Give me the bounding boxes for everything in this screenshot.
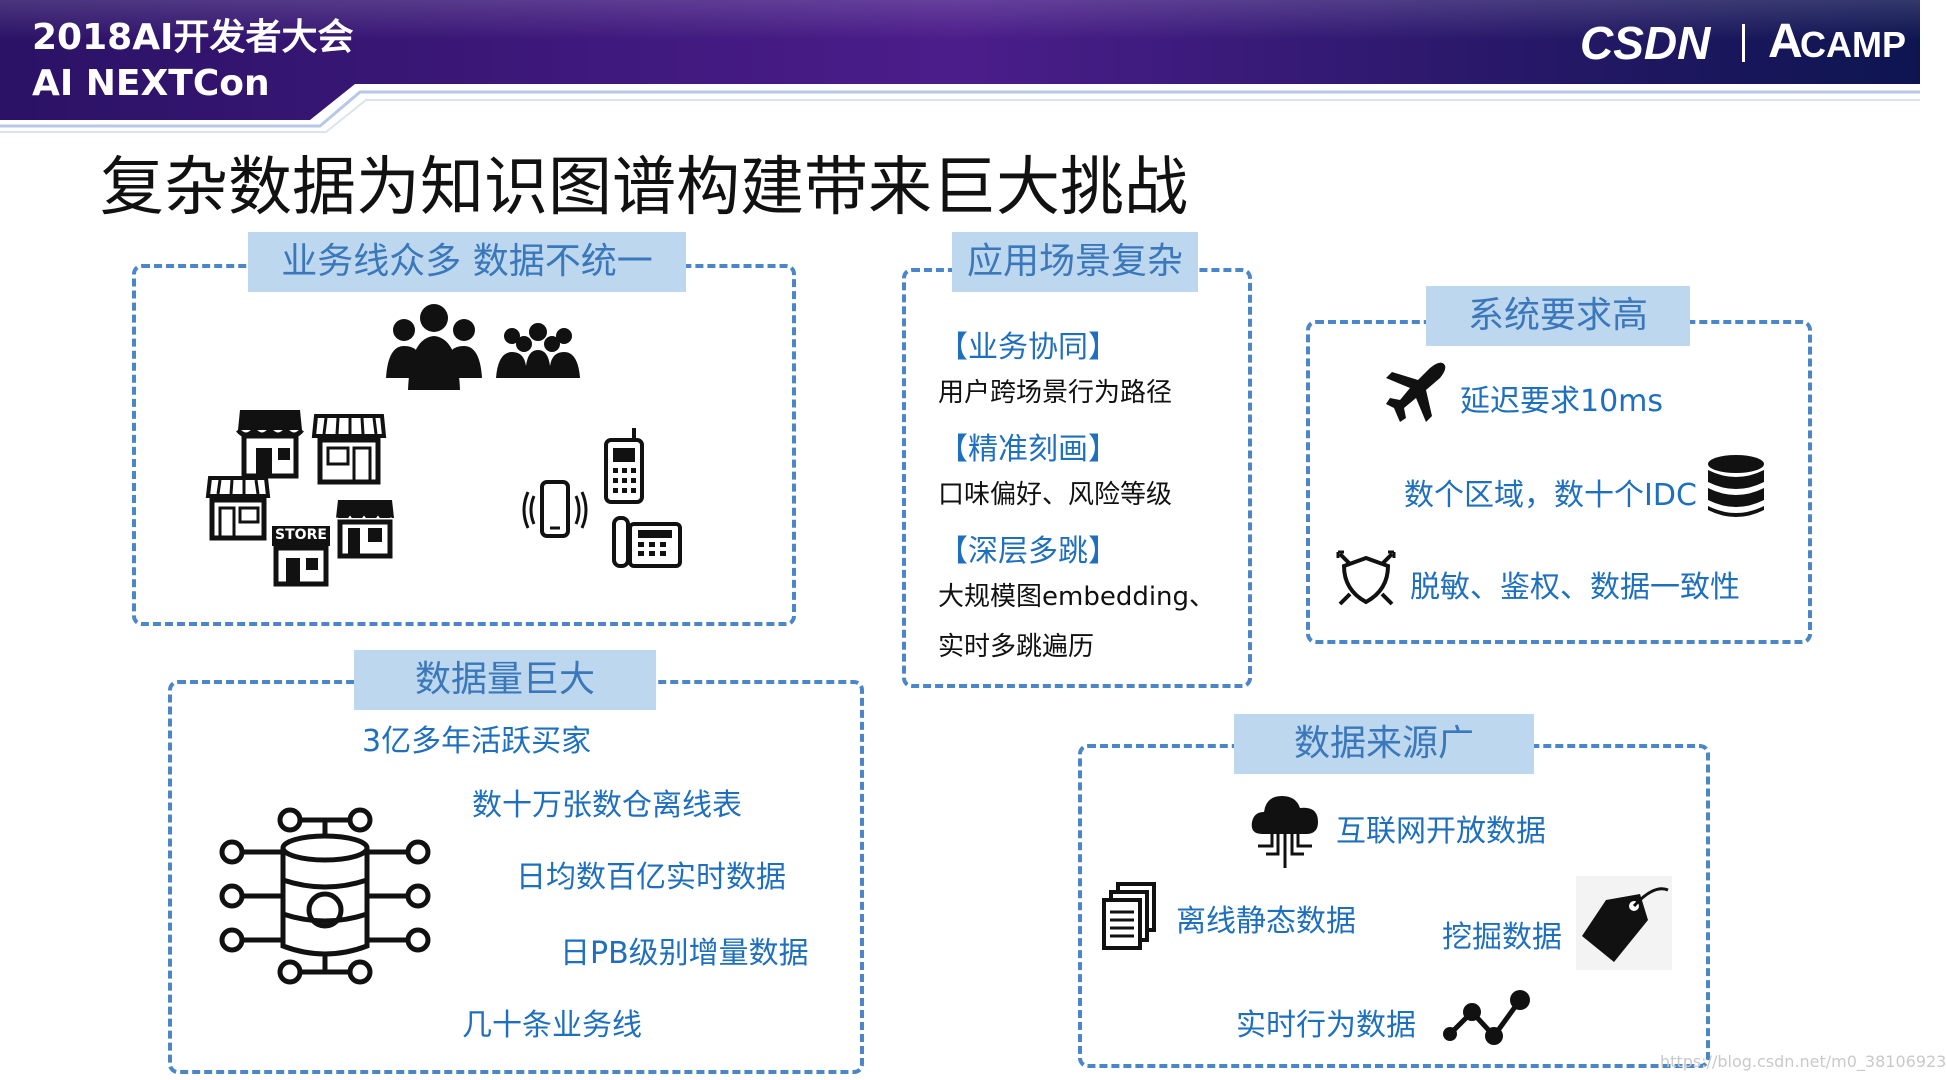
scenario-label-multihop: 【深层多跳】	[938, 534, 1118, 569]
system-latency-text: 延迟要求10ms	[1460, 384, 1664, 419]
trend-line-icon	[1443, 990, 1530, 1045]
crowd-icon	[496, 323, 580, 378]
store-icon	[205, 476, 271, 541]
cloud-icon	[1251, 796, 1318, 868]
header-banner	[0, 0, 1920, 133]
data-network-icon	[219, 807, 431, 985]
store-icon	[311, 414, 387, 485]
system-security-text: 脱敏、鉴权、数据一致性	[1410, 570, 1740, 605]
volume-businesslines-text: 几十条业务线	[462, 1008, 642, 1043]
scenario-desc-multihop: 大规模图embedding、	[938, 582, 1216, 612]
csdn-logo: CSDN	[1580, 17, 1711, 69]
people-group-icon	[386, 304, 482, 390]
sources-internet-text: 互联网开放数据	[1336, 814, 1546, 849]
store-sign: STORE	[275, 527, 327, 543]
volume-panel-heading: 数据量巨大	[354, 650, 656, 710]
business-panel-heading: 业务线众多 数据不统一	[248, 232, 686, 292]
volume-tables-text: 数十万张数仓离线表	[472, 788, 742, 823]
page-title: 复杂数据为知识图谱构建带来巨大挑战	[100, 151, 1188, 225]
logo-divider	[1742, 24, 1745, 62]
tag-icon	[1576, 876, 1672, 970]
desk-phone-icon	[612, 516, 682, 568]
conference-subtitle: AI NEXTCon	[32, 63, 270, 104]
sources-mining-text: 挖掘数据	[1442, 920, 1562, 955]
camp-logo-mark: A	[1768, 15, 1803, 68]
scenario-label-profiling: 【精准刻画】	[938, 432, 1118, 467]
camp-logo: CAMP	[1800, 24, 1906, 65]
store-icon	[272, 526, 330, 587]
documents-icon	[1102, 882, 1156, 950]
store-icon	[236, 410, 304, 479]
scenario-desc-profiling: 口味偏好、风险等级	[938, 480, 1173, 510]
volume-buyers-text: 3亿多年活跃买家	[362, 724, 592, 759]
volume-realtime-text: 日均数百亿实时数据	[516, 860, 786, 895]
mobile-phone-icon	[522, 480, 588, 538]
sources-panel-heading: 数据来源广	[1234, 714, 1534, 774]
scenario-label-collaboration: 【业务协同】	[938, 330, 1118, 365]
system-panel-heading: 系统要求高	[1426, 286, 1690, 346]
database-icon	[1708, 455, 1764, 517]
conference-title: 2018AI开发者大会	[32, 17, 354, 58]
sources-offline-text: 离线静态数据	[1176, 904, 1356, 939]
scenario-desc-collaboration: 用户跨场景行为路径	[938, 378, 1173, 408]
volume-pb-text: 日PB级别增量数据	[560, 936, 809, 971]
store-icon	[334, 500, 394, 559]
shield-icon	[1336, 550, 1396, 606]
watermark: https://blog.csdn.net/m0_38106923	[1660, 1052, 1946, 1071]
airplane-icon	[1386, 362, 1446, 422]
sources-realtime-text: 实时行为数据	[1236, 1008, 1416, 1043]
system-region-text: 数个区域，数十个IDC	[1404, 478, 1697, 513]
scenario-panel-heading: 应用场景复杂	[952, 232, 1198, 292]
scenario-desc-multihop-2: 实时多跳遍历	[938, 632, 1095, 662]
mobile-phone-icon	[604, 428, 644, 504]
